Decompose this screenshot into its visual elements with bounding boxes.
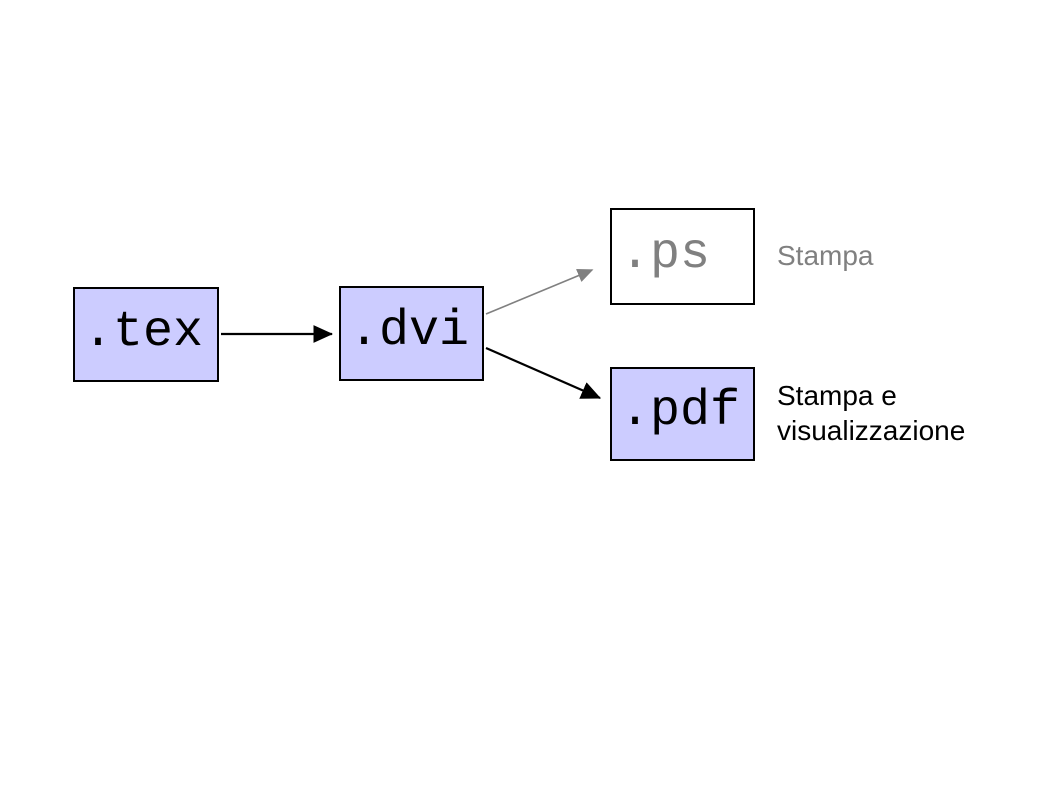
node-dvi-label: .dvi xyxy=(349,302,470,360)
edge-dvi-to-pdf xyxy=(485,346,602,400)
node-ps[interactable]: .ps xyxy=(610,208,755,305)
node-tex-label: .tex xyxy=(83,303,204,361)
node-ps-label: .ps xyxy=(620,225,711,283)
node-dvi[interactable]: .dvi xyxy=(339,286,484,381)
node-pdf[interactable]: .pdf xyxy=(610,367,755,461)
node-pdf-label: .pdf xyxy=(620,383,741,440)
annotation-stampa-e-visualizzazione: Stampa e visualizzazione xyxy=(777,380,966,446)
annotation-stampa: Stampa xyxy=(777,240,874,271)
edge-dvi-to-ps xyxy=(485,269,594,315)
node-tex[interactable]: .tex xyxy=(73,287,219,382)
